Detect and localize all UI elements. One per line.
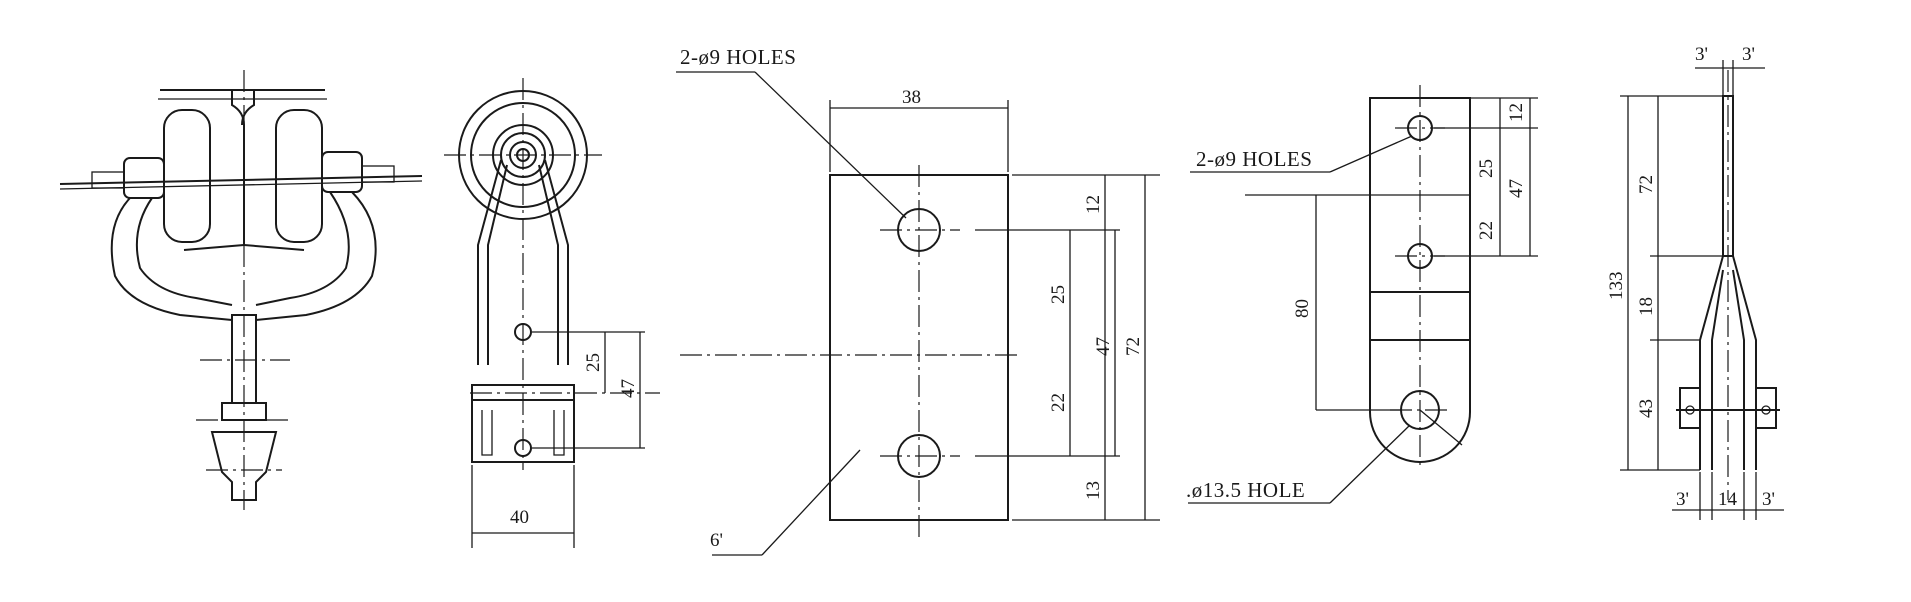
bracket-dim-total: 47 — [1506, 179, 1527, 198]
profile-dim-bottom-right: 3' — [1762, 489, 1775, 510]
plate-dim-height: 72 — [1123, 337, 1144, 356]
profile-dim-overall: 133 — [1606, 272, 1627, 301]
plate-view — [676, 71, 1160, 556]
plate-thickness-label: 6' — [710, 530, 723, 551]
bracket-dim-top: 12 — [1506, 103, 1527, 122]
side-dim-width: 40 — [510, 507, 529, 528]
plate-holes-label: 2-ø9 HOLES — [680, 45, 796, 69]
bracket-dim-lower: 22 — [1476, 221, 1497, 240]
bracket-dim-length: 80 — [1292, 299, 1313, 318]
plate-dim-total: 47 — [1093, 337, 1114, 356]
bracket-holes-label: 2-ø9 HOLES — [1196, 147, 1312, 171]
plate-dim-upper: 25 — [1048, 285, 1069, 304]
plate-dim-width: 38 — [902, 87, 921, 108]
bracket-big-hole-label: .ø13.5 HOLE — [1186, 478, 1305, 502]
profile-dim-middle: 18 — [1636, 297, 1657, 316]
profile-dim-bottom-middle: 14 — [1718, 489, 1738, 510]
bracket-dim-upper: 25 — [1476, 159, 1497, 178]
plate-dim-bottom: 13 — [1083, 481, 1104, 500]
trolley-assembly-front-view — [59, 70, 423, 510]
profile-view — [1620, 60, 1784, 520]
bracket-view — [1188, 85, 1538, 504]
plate-dim-lower: 22 — [1048, 393, 1069, 412]
profile-dim-lower: 43 — [1636, 399, 1657, 418]
profile-dim-upper: 72 — [1636, 175, 1657, 194]
plate-dim-top: 12 — [1083, 195, 1104, 214]
side-dim-total: 47 — [618, 379, 639, 398]
trolley-side-view — [444, 78, 660, 548]
side-dim-upper: 25 — [583, 353, 604, 372]
profile-dim-bottom-left: 3' — [1676, 489, 1689, 510]
profile-dim-top-left: 3' — [1695, 44, 1708, 65]
profile-dim-top-right: 3' — [1742, 44, 1755, 65]
